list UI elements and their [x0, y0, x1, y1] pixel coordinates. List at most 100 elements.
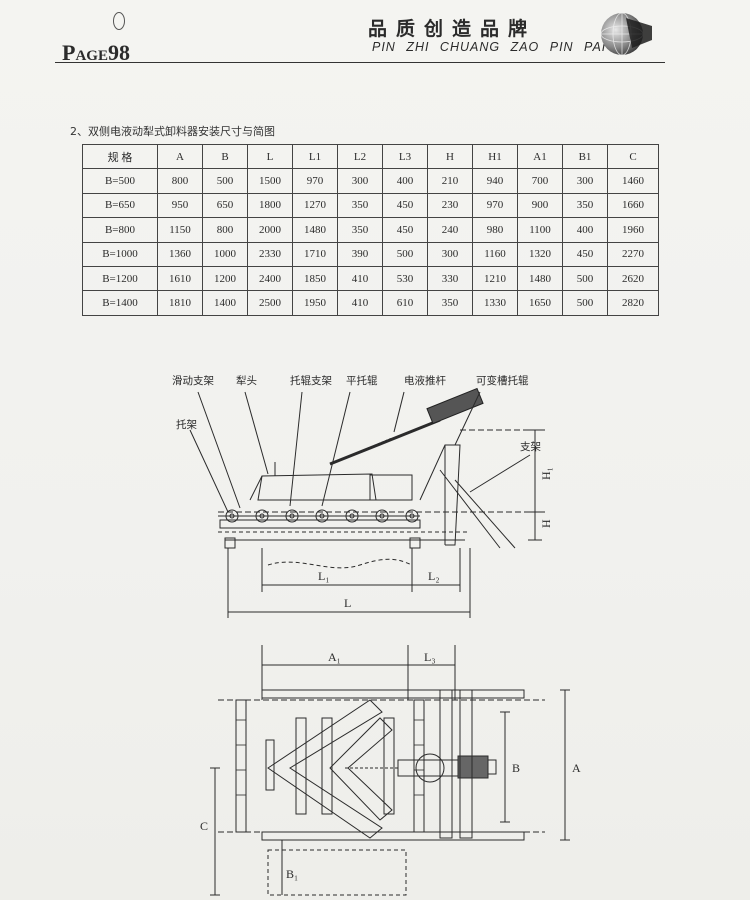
dim-l1: L₁ [318, 569, 330, 583]
table-cell: 1400 [202, 290, 248, 316]
column-header-10: B1 [562, 143, 608, 170]
label-flat-idler: 平托辊 [346, 374, 378, 387]
column-header-8: H1 [472, 143, 518, 170]
label-plow-head: 犁头 [236, 374, 257, 387]
table-cell: 1160 [472, 241, 518, 267]
row-spec-cell: B=800 [82, 217, 158, 243]
table-cell: 400 [382, 168, 428, 194]
table-cell: 300 [562, 168, 608, 194]
dim-h: H [539, 519, 553, 528]
page-label: PAGE98 [62, 40, 130, 65]
table-cell: 330 [427, 265, 473, 292]
label-idler-frame: 托辊支架 [290, 374, 332, 387]
label-bracket: 托架 [176, 418, 197, 431]
table-cell: 610 [382, 290, 428, 316]
table-cell: 1650 [517, 290, 563, 316]
table-cell: 1960 [607, 217, 659, 243]
table-cell: 230 [427, 192, 473, 219]
table-cell: 500 [562, 265, 608, 292]
table-cell: 210 [427, 168, 473, 194]
dim-b1: B₁ [286, 867, 298, 881]
table-cell: 950 [157, 192, 203, 219]
table-cell: 2270 [607, 241, 659, 267]
table-cell: 2620 [607, 265, 659, 292]
dim-l2: L₂ [428, 569, 440, 583]
table-cell: 450 [382, 192, 428, 219]
table-cell: 1200 [202, 265, 248, 292]
table-cell: 300 [337, 168, 383, 194]
row-spec-cell: B=500 [82, 168, 158, 194]
table-cell: 300 [427, 241, 473, 267]
brand-slogan-pinyin: PIN ZHI CHUANG ZAO PIN PAI [372, 40, 607, 54]
label-support: 支架 [520, 441, 541, 453]
table-cell: 1480 [292, 217, 338, 243]
dim-c: C [200, 819, 208, 833]
label-sliding-frame: 滑动支架 [172, 375, 214, 387]
table-cell: 800 [157, 168, 203, 194]
dim-l3: L₃ [424, 650, 436, 664]
label-electro-hydraulic-rod: 电液推杆 [404, 374, 446, 387]
table-cell: 2400 [247, 265, 293, 292]
table-cell: 970 [292, 168, 338, 194]
table-cell: 1610 [157, 265, 203, 292]
table-cell: 350 [337, 217, 383, 243]
column-header-4: L1 [292, 143, 338, 170]
table-cell: 980 [472, 217, 518, 243]
row-spec-cell: B=650 [82, 192, 158, 219]
column-header-3: L [247, 143, 293, 170]
table-cell: 1660 [607, 192, 659, 219]
table-cell: 940 [472, 168, 518, 194]
column-header-9: A1 [517, 143, 563, 170]
table-cell: 650 [202, 192, 248, 219]
dim-a: A [572, 761, 581, 775]
brand-slogan-chinese: 品质创造品牌 [368, 18, 537, 40]
table-cell: 500 [562, 290, 608, 316]
section-title: 2、双侧电液动犁式卸料器安装尺寸与简图 [70, 125, 275, 138]
column-header-11: C [607, 143, 659, 170]
column-header-7: H [427, 143, 473, 170]
table-cell: 350 [562, 192, 608, 219]
table-cell: 390 [337, 241, 383, 267]
table-cell: 1150 [157, 217, 203, 243]
table-cell: 800 [202, 217, 248, 243]
dim-b: B [512, 761, 520, 775]
row-spec-cell: B=1000 [82, 241, 158, 267]
table-cell: 1950 [292, 290, 338, 316]
table-cell: 1800 [247, 192, 293, 219]
table-cell: 1360 [157, 241, 203, 267]
table-cell: 2330 [247, 241, 293, 267]
table-cell: 2500 [247, 290, 293, 316]
table-cell: 1460 [607, 168, 659, 194]
header-divider [55, 62, 665, 63]
dim-l: L [344, 596, 351, 610]
table-cell: 1210 [472, 265, 518, 292]
table-cell: 500 [202, 168, 248, 194]
table-cell: 1270 [292, 192, 338, 219]
table-cell: 410 [337, 290, 383, 316]
column-header-5: L2 [337, 143, 383, 170]
column-header-0: 规 格 [82, 143, 158, 170]
column-header-1: A [157, 143, 203, 170]
row-spec-cell: B=1400 [82, 290, 158, 316]
binder-hole [113, 12, 125, 30]
table-cell: 970 [472, 192, 518, 219]
table-cell: 700 [517, 168, 563, 194]
table-cell: 240 [427, 217, 473, 243]
table-cell: 410 [337, 265, 383, 292]
table-cell: 1100 [517, 217, 563, 243]
column-header-2: B [202, 143, 248, 170]
table-cell: 450 [562, 241, 608, 267]
globe-logo-icon [600, 12, 652, 56]
table-cell: 2000 [247, 217, 293, 243]
table-cell: 530 [382, 265, 428, 292]
installation-diagram: 滑动支架 犁头 托辊支架 平托辊 电液推杆 可变槽托辊 托架 支架 H₁ H L… [172, 374, 581, 896]
table-cell: 450 [382, 217, 428, 243]
table-cell: 350 [427, 290, 473, 316]
table-cell: 1320 [517, 241, 563, 267]
row-spec-cell: B=1200 [82, 265, 158, 292]
